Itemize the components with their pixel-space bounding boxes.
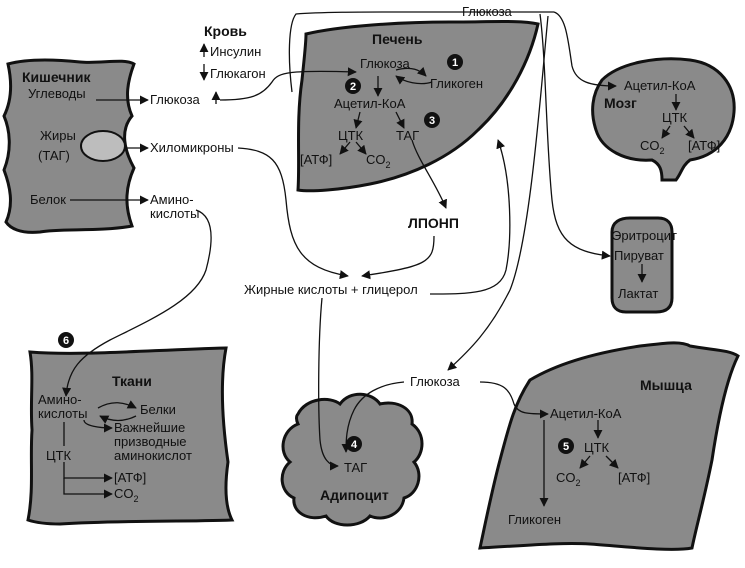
tissues-atp: [АТФ] [114, 470, 146, 485]
brain-tca-to-co2-arrow [661, 125, 671, 139]
step-3-label: 3 [429, 115, 435, 127]
tissues-derivatives-line1: Важнейшие [114, 420, 185, 435]
liver-atp: [АТФ] [300, 152, 332, 167]
step-4-label: 4 [351, 439, 358, 451]
fatty-acids-label: Жирные кислоты + глицерол [244, 282, 418, 297]
top-glucose-label: Глюкоза [462, 4, 513, 19]
step-1-label: 1 [452, 57, 458, 69]
intestine-shape [2, 58, 136, 234]
muscle-tca: ЦТК [584, 440, 610, 455]
erythrocyte-title: Эритроцит [612, 228, 677, 243]
insulin-label: Инсулин [210, 44, 261, 59]
step-6-marker [58, 332, 74, 348]
tissue-tca-to-co2-arrow [63, 478, 113, 499]
intestine-protein: Белок [30, 192, 66, 207]
chylomicrons-label: Хиломикроны [150, 140, 234, 155]
glucose-to-adipocyte-arrow [341, 381, 405, 453]
muscle-atp: [АТФ] [618, 470, 650, 485]
step-3-marker [424, 112, 440, 128]
erythrocyte-pyruvate: Пируват [614, 248, 664, 263]
tissues-co2: CO2 [114, 486, 139, 504]
amino-to-tissues-arrow [62, 209, 212, 397]
glucose-to-liver-arrow [219, 67, 357, 101]
brain-co2: CO2 [640, 138, 665, 156]
liver-co2: CO2 [366, 152, 391, 170]
brain-tca-to-atp-arrow [683, 125, 695, 139]
step-4-marker [346, 436, 362, 452]
top-glucose-line [288, 11, 554, 93]
muscle-acetyl-coa: Ацетил-КоА [550, 406, 622, 421]
step-6-label: 6 [63, 335, 69, 347]
step-2-marker [345, 78, 361, 94]
tissues-amino-line1: Амино- [38, 392, 82, 407]
tissue-protein-to-amino-arrow [99, 415, 137, 424]
glucose-output-label: Глюкоза [150, 92, 201, 107]
tissue-amino-to-protein-arrow [97, 400, 137, 409]
liver-tca-to-co2-arrow [355, 141, 367, 155]
fat-droplet-shape [80, 130, 126, 162]
brain-acetyl-coa: Ацетил-КоА [624, 78, 696, 93]
liver-tca-to-atp-arrow [339, 141, 351, 155]
tissue-amino-to-derivatives-arrow [83, 419, 113, 433]
chylomicrons-to-fatty-acids-arrow [237, 147, 349, 280]
liver-tca: ЦТК [338, 128, 364, 143]
tissues-derivatives-line3: аминокислот [114, 448, 192, 463]
liver-acetyl-to-tca-arrow [353, 111, 363, 129]
brain-shape [591, 57, 736, 182]
tissues-proteins: Белки [140, 402, 176, 417]
muscle-co2: CO2 [556, 470, 581, 488]
liver-glucose: Глюкоза [360, 56, 411, 71]
tissues-amino-line2: кислоты [38, 406, 87, 421]
brain-atp: [АТФ] [688, 138, 720, 153]
step-5-marker [558, 438, 574, 454]
adipocyte-title: Адипоцит [320, 487, 389, 503]
muscle-glucose-label: Глюкоза [410, 374, 461, 389]
tissues-derivatives-line2: призводные [114, 434, 187, 449]
tissues-tca: ЦТК [46, 448, 72, 463]
amino-output-line1: Амино- [150, 192, 194, 207]
vldl-to-fatty-acids-arrow [361, 235, 435, 280]
glucose-to-muscle-acetyl-arrow [479, 381, 549, 419]
liver-glucose-to-glycogen-arrow [395, 66, 427, 77]
vldl-label: ЛПОНП [408, 215, 459, 231]
intestine-title: Кишечник [22, 69, 91, 85]
tag-to-vldl-arrow [411, 139, 447, 209]
brain-title: Мозг [604, 95, 637, 111]
brain-tca: ЦТК [662, 110, 688, 125]
muscle-tca-to-co2-arrow [579, 455, 591, 469]
liver-acetyl-coa: Ацетил-КоА [334, 96, 406, 111]
liver-acetyl-to-tag-arrow [395, 111, 405, 129]
intestine-carbs: Углеводы [28, 86, 86, 101]
step-2-label: 2 [350, 81, 356, 93]
intestine-fats: Жиры [40, 128, 76, 143]
tissues-shape [26, 346, 235, 526]
step-5-label: 5 [563, 441, 569, 453]
glucose-to-brain-arrow [553, 11, 617, 91]
adipocyte-shape [280, 392, 424, 527]
glucose-to-muscle-line [447, 15, 549, 371]
glucagon-label: Глюкагон [210, 66, 266, 81]
erythrocyte-lactate: Лактат [618, 286, 658, 301]
liver-tag: ТАГ [396, 128, 419, 143]
liver-title: Печень [372, 31, 423, 47]
intestine-tag: (ТАГ) [38, 148, 70, 163]
step-1-marker [447, 54, 463, 70]
muscle-glycogen: Гликоген [508, 512, 561, 527]
liver-glycogen-to-glucose-arrow [395, 75, 433, 85]
fatty-acids-to-liver-arrow [429, 139, 511, 295]
blood-title: Кровь [204, 23, 247, 39]
liver-glycogen: Гликоген [430, 76, 483, 91]
muscle-title: Мышца [640, 377, 692, 393]
tissues-title: Ткани [112, 373, 152, 389]
muscle-tca-to-atp-arrow [605, 455, 619, 469]
fatty-acids-to-adipocyte-arrow [318, 297, 339, 471]
adipocyte-tag: ТАГ [344, 460, 367, 475]
amino-output-line2: кислоты [150, 206, 199, 221]
